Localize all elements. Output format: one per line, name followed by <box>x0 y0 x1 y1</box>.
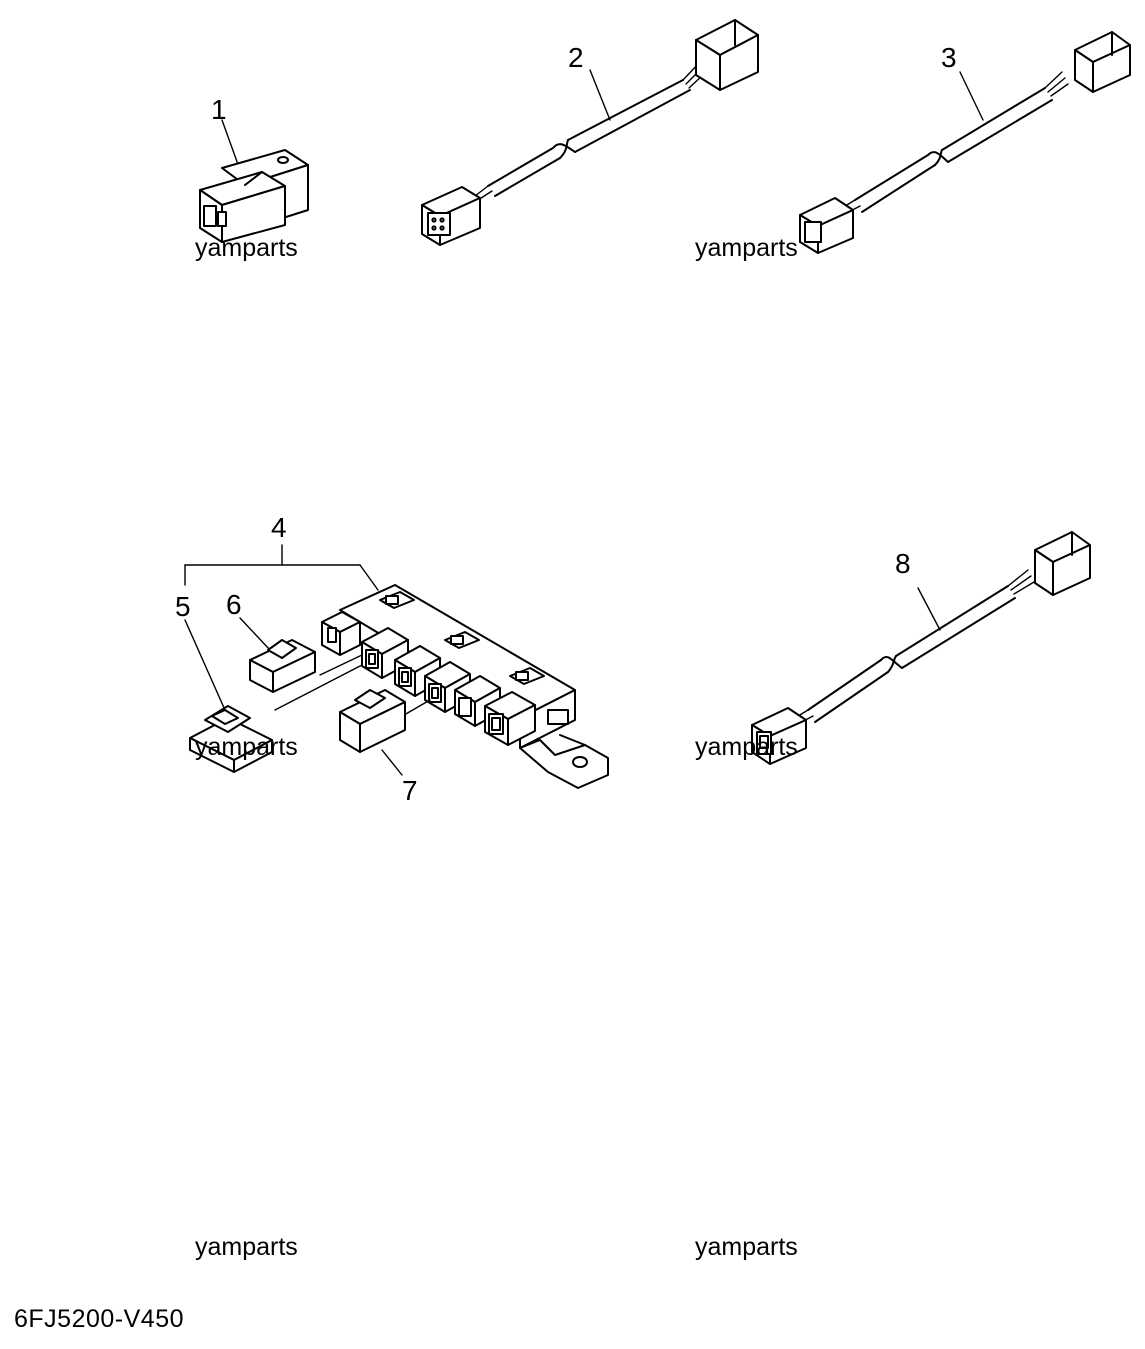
part-2-lead <box>421 19 759 246</box>
part-4-bracket <box>184 544 379 591</box>
callout-4: 4 <box>271 512 287 543</box>
callout-7: 7 <box>402 775 418 806</box>
part-8-lead <box>751 531 1091 765</box>
watermark: yamparts <box>695 733 798 761</box>
watermark: yamparts <box>195 733 298 761</box>
diagram-code: 6FJ5200-V450 <box>14 1305 185 1333</box>
callout-5: 5 <box>175 591 191 622</box>
watermark: yamparts <box>695 234 798 262</box>
callout-8: 8 <box>895 548 911 579</box>
part-7-cap <box>339 689 406 776</box>
watermark: yamparts <box>195 234 298 262</box>
part-4-junction-block <box>274 584 609 789</box>
watermark: yamparts <box>195 1233 298 1261</box>
part-1-connector <box>199 119 309 243</box>
callout-2: 2 <box>568 42 584 73</box>
callout-1: 1 <box>211 94 227 125</box>
watermark: yamparts <box>695 1233 798 1261</box>
part-5-connector <box>184 619 273 773</box>
part-3-lead <box>799 31 1131 254</box>
callout-6: 6 <box>226 589 242 620</box>
callout-3: 3 <box>941 42 957 73</box>
part-6-cap <box>239 617 316 693</box>
